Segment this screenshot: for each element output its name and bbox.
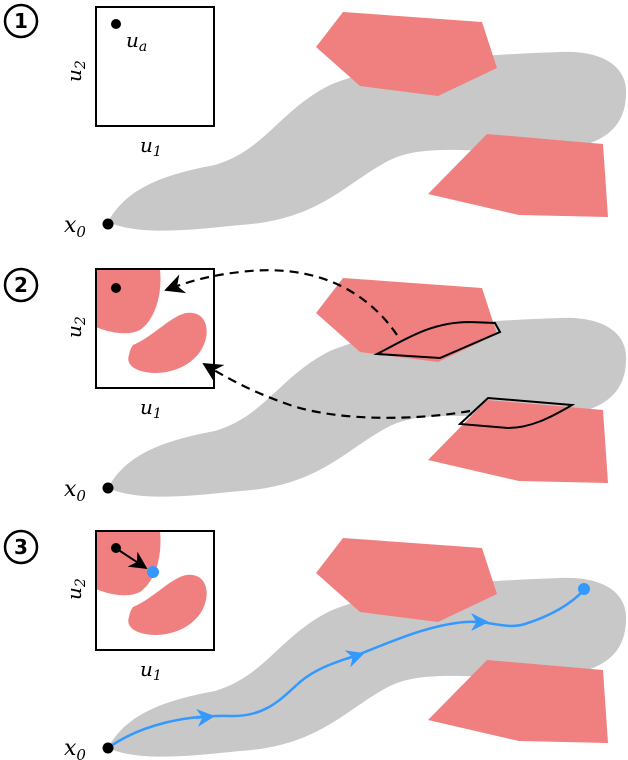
feasible-region <box>108 51 627 231</box>
infeasible-set-upper <box>96 269 161 334</box>
step-badge <box>3 267 39 303</box>
y-axis-label: u2 <box>62 316 89 338</box>
initial-state-label: x0 <box>64 736 86 760</box>
overlap-region-upper <box>373 320 502 360</box>
initial-state-point <box>102 482 114 494</box>
x-axis-label: u1 <box>140 657 162 684</box>
control-point-ua <box>111 19 121 29</box>
control-projection-arrow <box>116 548 148 569</box>
obstacle-lower <box>428 134 608 217</box>
trajectory-arrow-1 <box>195 708 215 727</box>
control-box <box>95 268 215 389</box>
mapping-arrow-upper <box>164 269 398 336</box>
step-number: 1 <box>14 9 28 33</box>
mapping-arrow-lower <box>202 362 471 419</box>
obstacle-lower <box>428 660 608 743</box>
panel-2: u1 u2 x0 2 <box>3 267 627 505</box>
x-axis-label: u1 <box>140 395 162 422</box>
infeasible-set-lower <box>128 312 207 373</box>
feasible-region <box>108 317 627 497</box>
trajectory-arrow-2 <box>344 650 365 668</box>
control-box <box>95 530 215 651</box>
step-badge <box>3 529 39 565</box>
trajectory-end-point <box>578 583 590 595</box>
initial-state-label: x0 <box>64 477 86 505</box>
obstacle-upper <box>316 538 497 622</box>
step-number: 3 <box>14 535 28 559</box>
obstacle-lower <box>428 400 608 483</box>
control-point-ua <box>111 283 121 293</box>
feasible-region <box>108 577 627 757</box>
projected-control-point <box>147 566 159 578</box>
infeasible-set-lower <box>128 574 207 635</box>
control-point-label: ua <box>126 28 147 55</box>
obstacle-upper <box>316 12 497 96</box>
initial-state-point <box>102 742 114 754</box>
panel-1: ua u1 u2 x0 1 <box>3 3 627 241</box>
initial-state-label: x0 <box>64 213 86 241</box>
initial-state-point <box>102 218 114 230</box>
panel-3: u1 u2 x0 3 <box>3 529 627 760</box>
x-axis-label: u1 <box>140 133 162 160</box>
y-axis-label: u2 <box>62 578 89 600</box>
control-point-ua <box>111 543 121 553</box>
y-axis-label: u2 <box>62 60 89 82</box>
step-badge <box>3 3 39 39</box>
infeasible-set-upper <box>96 531 161 596</box>
control-box <box>95 6 215 127</box>
step-number: 2 <box>14 273 28 297</box>
overlap-region-lower <box>457 396 576 430</box>
